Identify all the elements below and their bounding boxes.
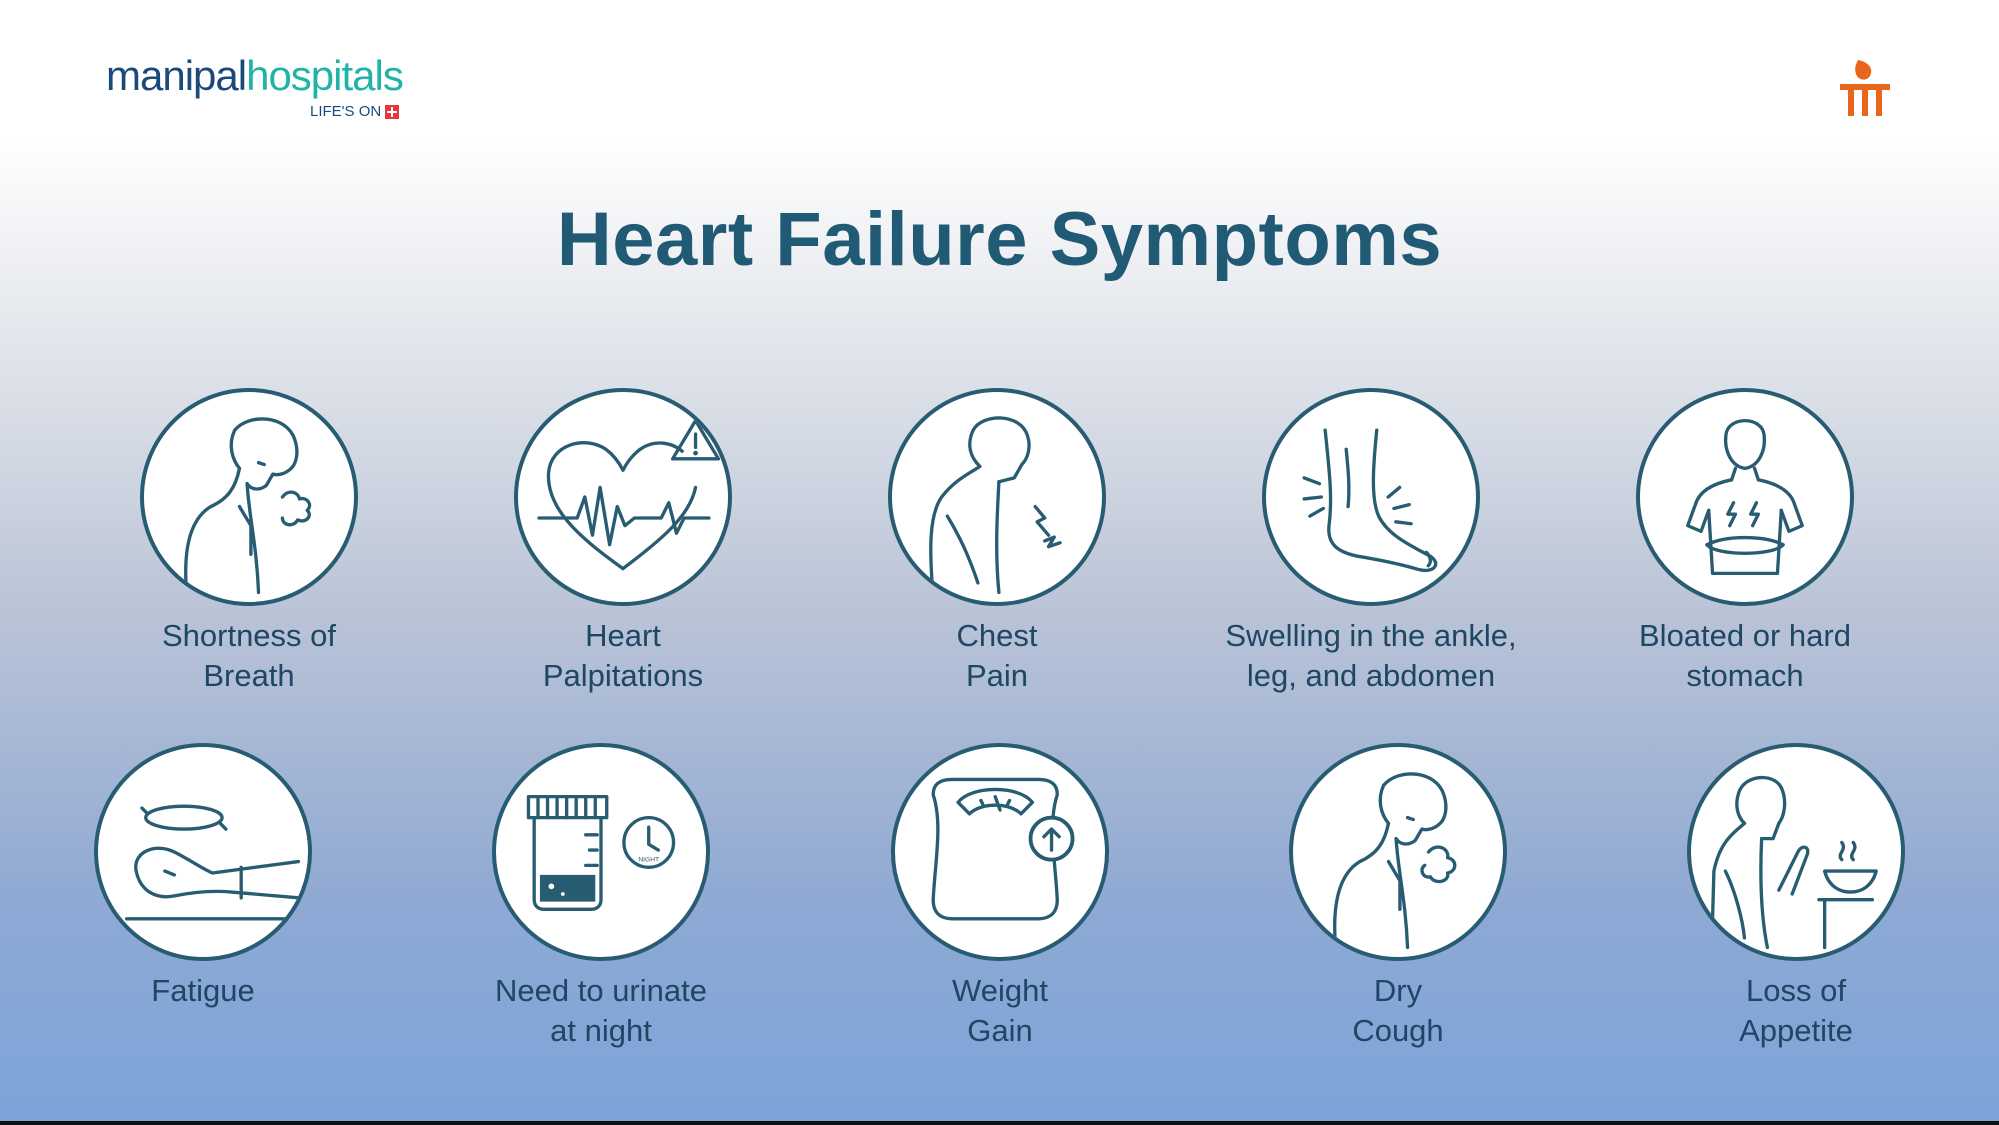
swollen-foot-icon	[1262, 388, 1480, 606]
person-breathing-icon	[140, 388, 358, 606]
brand-logo: manipalhospitals LIFE'S ON	[106, 52, 404, 121]
lying-tired-icon	[94, 743, 312, 961]
chest-pain-icon	[888, 388, 1106, 606]
symptom-bloated-stomach: Bloated or hard stomach	[1585, 388, 1905, 696]
symptom-fatigue: Fatigue	[43, 743, 363, 1011]
symptom-dry-cough: Dry Cough	[1238, 743, 1558, 1051]
stomach-pain-icon	[1636, 388, 1854, 606]
symptom-label: Swelling in the ankle, leg, and abdomen	[1225, 618, 1517, 693]
symptom-label: Chest Pain	[956, 618, 1038, 693]
page-title: Heart Failure Symptoms	[556, 197, 1443, 282]
brand-tagline: LIFE'S ON	[310, 103, 382, 120]
symptom-swelling: Swelling in the ankle, leg, and abdomen	[1211, 388, 1531, 696]
symptom-label: Dry Cough	[1352, 973, 1444, 1048]
symptom-label: Shortness of Breath	[161, 618, 337, 693]
clock-label: NIGHT	[638, 857, 659, 864]
symptom-label: Heart Palpitations	[542, 618, 704, 693]
symptom-label: Bloated or hard stomach	[1639, 618, 1851, 693]
symptom-label: Loss of Appetite	[1739, 973, 1853, 1048]
symptom-label: Need to urinate at night	[495, 973, 707, 1048]
bottom-border	[0, 1121, 1999, 1125]
symptom-heart-palpitations: Heart Palpitations	[463, 388, 783, 696]
person-coughing-icon	[1289, 743, 1507, 961]
symptom-loss-of-appetite: Loss of Appetite	[1636, 743, 1956, 1051]
brand-wordmark: manipalhospitals	[106, 52, 404, 99]
refusing-food-icon	[1687, 743, 1905, 961]
symptom-chest-pain: Chest Pain	[837, 388, 1157, 696]
symptom-label: Weight Gain	[952, 973, 1048, 1048]
brand-name-part1: manipal	[106, 52, 247, 99]
brand-name-part2: hospitals	[246, 52, 404, 99]
symptom-urinate-at-night: NIGHT Need to urinate at night	[441, 743, 761, 1051]
weighing-scale-icon	[891, 743, 1109, 961]
brand-tagline-row: LIFE'S ON	[310, 103, 400, 120]
symptom-weight-gain: Weight Gain	[840, 743, 1160, 1051]
flame-logo-icon	[1840, 60, 1890, 116]
red-cross-icon	[385, 104, 400, 119]
urine-cup-clock-icon: NIGHT	[492, 743, 710, 961]
heart-warning-icon	[514, 388, 732, 606]
symptom-shortness-of-breath: Shortness of Breath	[89, 388, 409, 696]
symptom-label: Fatigue	[151, 973, 255, 1008]
